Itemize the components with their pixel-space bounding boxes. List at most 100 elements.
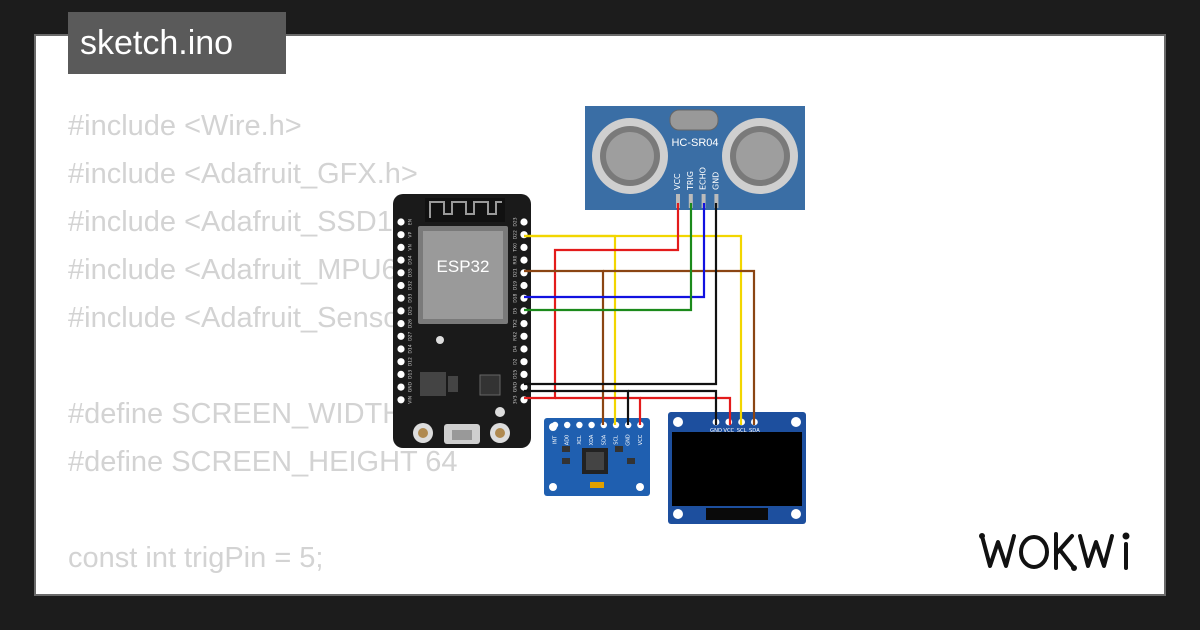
wire-black-1 [524, 203, 718, 386]
esp32-pin-label: RX0 [513, 255, 519, 264]
hc-sr04-pin[interactable] [701, 194, 706, 208]
wire-black-3 [628, 389, 718, 425]
code-editor[interactable]: #include <Wire.h> #include <Adafruit_GFX.… [68, 102, 487, 594]
wire-red-3 [640, 396, 732, 425]
esp32-pin[interactable] [520, 256, 528, 264]
hc-sr04-label: HC-SR04 [671, 137, 718, 149]
hc-sr04-pin-label: ECHO [699, 167, 708, 190]
esp32-pin-label: D14 [408, 344, 414, 353]
esp32-pin-label: GND [408, 381, 414, 392]
esp32-pin-label: GND [513, 381, 519, 392]
mpu6050-pin-label: AD0 [565, 435, 571, 445]
wire-brown-2 [603, 269, 756, 425]
esp32-pin[interactable] [397, 269, 405, 277]
hc-sr04-pin-label: GND [711, 172, 720, 190]
esp32-pin[interactable] [520, 383, 528, 391]
esp32-pin-label: D22 [513, 230, 519, 239]
esp32-pin[interactable] [397, 396, 405, 404]
esp32-pin-label: D15 [513, 370, 519, 379]
esp32-pin[interactable] [397, 320, 405, 328]
esp32-pin-label: D26 [408, 319, 414, 328]
wire-brown-1 [524, 269, 605, 425]
esp32-pin-label: D21 [513, 268, 519, 277]
esp32-pin-label: VIN [408, 396, 414, 404]
esp32-pin-label: 3V3 [513, 395, 519, 404]
esp32-pin[interactable] [397, 218, 405, 226]
mpu6050-pin-label: SDA [601, 434, 607, 445]
esp32-pin[interactable] [520, 281, 528, 290]
esp32-pin[interactable] [397, 370, 405, 378]
esp32-pin-label: D23 [513, 217, 519, 226]
oled-pin-label: VCC [723, 428, 734, 434]
wire-yellow-2 [524, 234, 743, 425]
mpu6050-pin-label: VCC [638, 434, 644, 445]
mpu6050-pin-label: SCL [614, 435, 620, 445]
esp32-pin[interactable] [520, 332, 528, 340]
code-line: #include <Adafruit_GFX.h> [68, 158, 418, 190]
esp32-pin[interactable] [520, 345, 528, 353]
mpu6050-pin[interactable] [551, 421, 559, 429]
hc-sr04-pin[interactable] [688, 194, 693, 208]
esp32-pin[interactable] [397, 345, 405, 353]
wire-green [524, 203, 693, 312]
esp32-pin[interactable] [397, 307, 405, 315]
esp32-pin-label: D34 [408, 255, 414, 264]
esp32-pin-label: TX0 [513, 243, 519, 253]
esp32-label: ESP32 [437, 257, 490, 276]
mpu6050-pin[interactable] [564, 421, 571, 429]
esp32-pin-label: D12 [408, 357, 414, 366]
esp32-board[interactable]: ESP32 ENVPVND34D35D32D33D25D26D27D14D12D… [393, 194, 531, 448]
mpu6050-pin[interactable] [588, 421, 595, 429]
esp32-pin[interactable] [397, 243, 405, 251]
esp32-pin-label: D35 [408, 268, 414, 277]
esp32-pin[interactable] [520, 320, 528, 328]
esp32-pin-label: EN [408, 219, 414, 225]
esp32-pin[interactable] [520, 243, 528, 251]
esp32-pin[interactable] [520, 370, 528, 378]
wires [524, 203, 756, 425]
mpu6050-module[interactable]: INT AD0 XCL XDA SDA SCL GND VCC [544, 418, 650, 496]
mpu6050-pin-label: XDA [589, 434, 595, 445]
esp32-pin[interactable] [397, 256, 405, 264]
wire-blue [524, 203, 706, 299]
oled-pin[interactable] [725, 418, 733, 426]
esp32-pin[interactable] [520, 218, 528, 226]
mpu6050-pin[interactable] [576, 421, 583, 429]
esp32-pin-label: D5 [513, 308, 519, 314]
esp32-pin[interactable] [397, 332, 405, 340]
esp32-pin-label: VP [408, 232, 414, 238]
esp32-pin[interactable] [397, 383, 405, 391]
esp32-pin[interactable] [397, 358, 405, 366]
esp32-pin-label: TX2 [513, 319, 519, 329]
file-tab[interactable]: sketch.ino [68, 12, 286, 74]
code-line: const int echoPin = 18; [68, 582, 487, 594]
code-line: #include <Wire.h> [68, 110, 302, 142]
wire-red-1 [524, 203, 680, 400]
oled-pin-label: SDA [749, 428, 760, 434]
mpu6050-pin-label: GND [626, 434, 632, 446]
mpu6050-pin-label: INT [553, 435, 559, 444]
esp32-pin[interactable] [520, 294, 528, 302]
wokwi-logo[interactable]: WOKWI [976, 524, 1152, 576]
hc-sr04-pin-label: VCC [673, 173, 682, 190]
hc-sr04-pin[interactable] [676, 194, 680, 208]
esp32-pin[interactable] [520, 358, 528, 366]
hc-sr04-pin[interactable] [714, 194, 719, 208]
mpu6050-pin-label: XCL [577, 435, 583, 445]
esp32-pin[interactable] [397, 294, 405, 302]
esp32-pin-label: D32 [408, 281, 414, 290]
oled-pin-label: GND [710, 428, 722, 434]
esp32-pin-label: D33 [408, 293, 414, 302]
esp32-pin[interactable] [397, 281, 405, 290]
esp32-pin-label: RX2 [513, 332, 519, 341]
wire-yellow-1 [524, 234, 617, 425]
esp32-pin[interactable] [520, 231, 528, 239]
esp32-pin[interactable] [397, 231, 405, 239]
oled-pin-label: SCL [737, 428, 747, 434]
esp32-pin-label: D18 [513, 293, 519, 302]
hc-sr04-pin-label: TRIG [686, 171, 695, 191]
esp32-pin-label: D4 [513, 346, 519, 352]
